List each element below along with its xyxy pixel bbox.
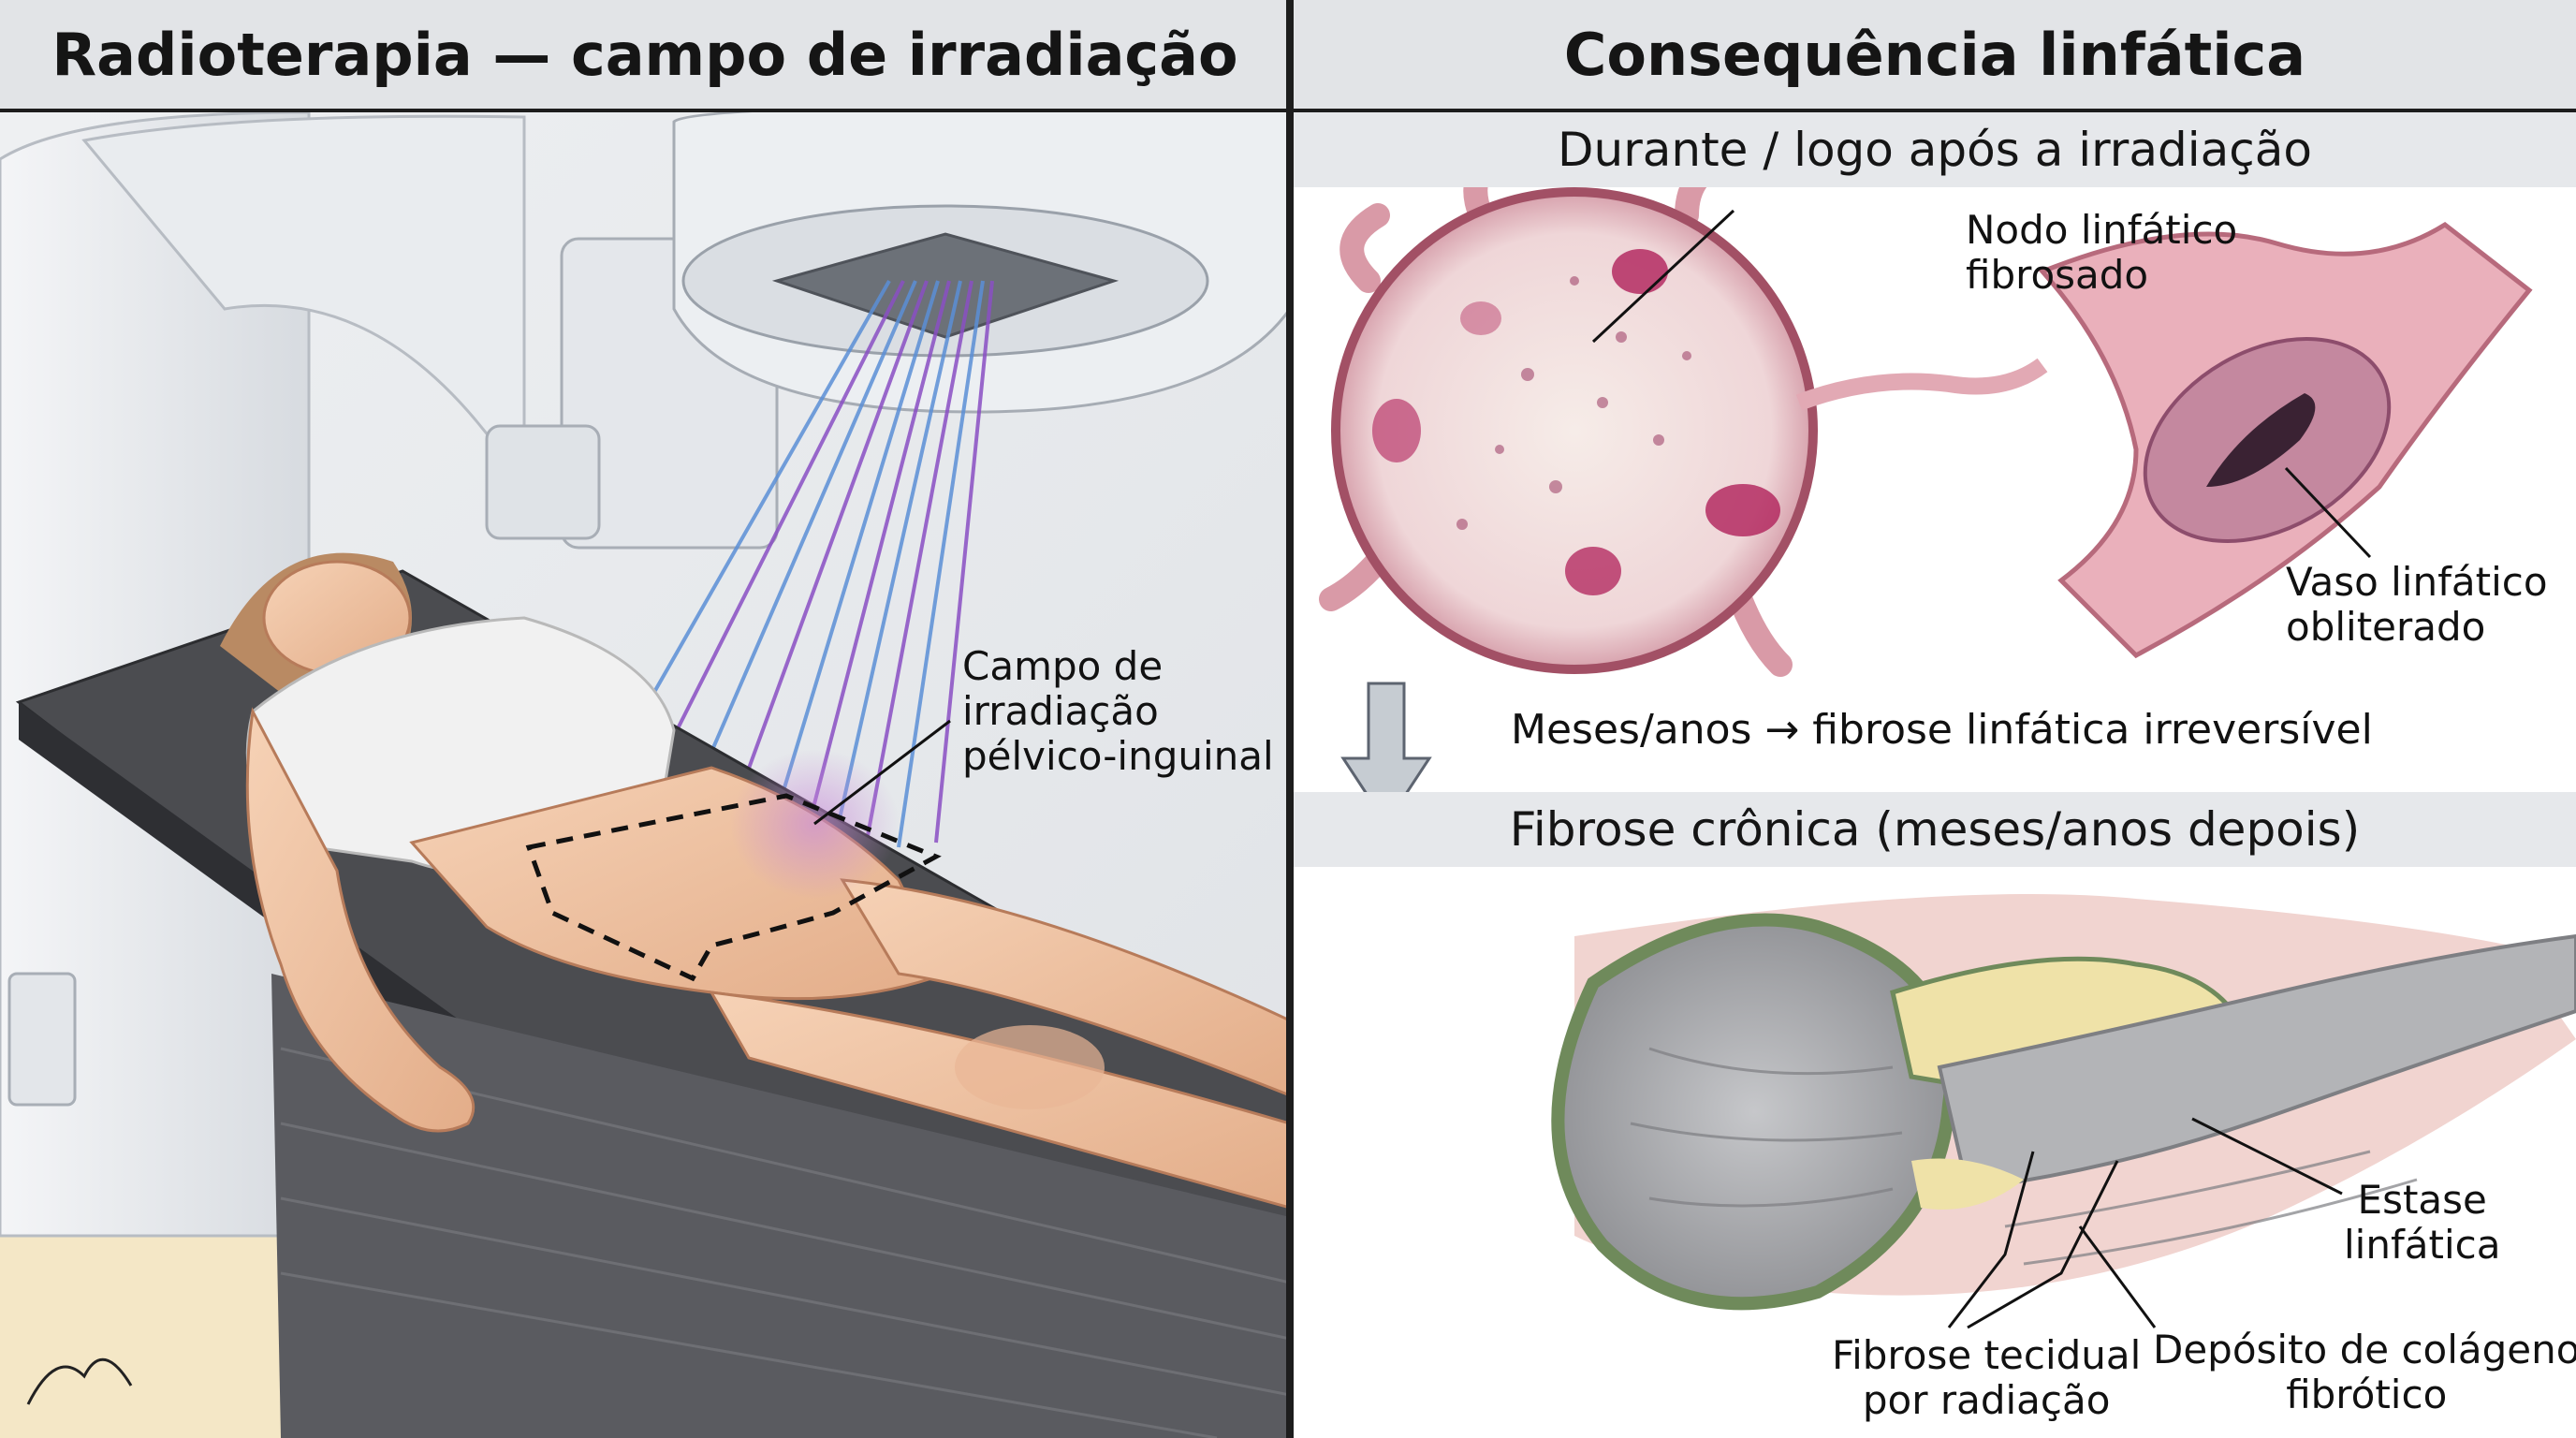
patient-leg-right <box>840 878 1290 1097</box>
gantry-handle <box>485 424 601 540</box>
node-label-line-1: Nodo linfático <box>1966 207 2238 253</box>
patient-knee <box>955 1025 1105 1109</box>
field-label-line-2: irradiação <box>962 688 1159 734</box>
field-label-leader <box>813 719 951 826</box>
node-cells <box>1456 276 1691 530</box>
gantry-port <box>7 972 77 1107</box>
artist-signature <box>26 1357 133 1405</box>
tissue-fibrosis-label-line-1: Fibrose tecidual <box>1832 1332 2142 1378</box>
node-label: Nodo linfático fibrosado <box>1966 208 2237 298</box>
linac-aperture <box>771 232 1120 339</box>
section-acute-header: Durante / logo após a irradiação <box>1294 112 2576 187</box>
gantry-arm <box>81 114 526 492</box>
fibrotic-fibers <box>1630 1047 2418 1266</box>
chronic-fibrosis <box>1551 894 2576 1311</box>
collagen-label-leader <box>2078 1225 2157 1328</box>
tissue-fibrosis-label-leader <box>1947 1151 2119 1329</box>
field-label: Campo de irradiação pélvico-inguinal <box>962 644 1274 779</box>
left-panel-radiotherapy: Radioterapia — campo de irradiação Campo… <box>0 0 1290 1438</box>
acute-lymph-node <box>1319 138 1818 677</box>
time-arrow <box>1340 682 1432 827</box>
node-lesion <box>1565 547 1621 595</box>
node-lesion <box>1460 301 1501 335</box>
vessel-label: Vaso linfático obliterado <box>2286 560 2548 650</box>
efferent-vessel <box>1795 358 2048 411</box>
vessel-label-leader <box>2284 466 2372 559</box>
node-lesion <box>1372 399 1421 462</box>
obliterated-vessel <box>2038 221 2533 659</box>
chronic-node <box>1551 913 1958 1311</box>
section-chronic-header: Fibrose crônica (meses/anos depois) <box>1294 792 2576 867</box>
vessel-label-line-1: Vaso linfático <box>2286 559 2548 605</box>
collagen-label: Depósito de colágeno fibrótico <box>2153 1328 2576 1417</box>
vessel-lumen <box>2206 393 2316 487</box>
couch-base-ridges <box>280 1047 1290 1438</box>
stasis-label: Estase linfática <box>2344 1178 2500 1268</box>
node-capsule <box>1331 187 1818 674</box>
field-label-line-3: pélvico-inguinal <box>962 733 1274 779</box>
field-label-line-1: Campo de <box>962 643 1164 689</box>
couch-base <box>271 974 1290 1438</box>
collagen-label-line-1: Depósito de colágeno <box>2153 1327 2576 1372</box>
vessel-label-line-2: obliterado <box>2286 604 2486 650</box>
node-label-line-2: fibrosado <box>1966 252 2149 298</box>
collagen-deposit-small <box>1911 1158 2024 1210</box>
collagen-label-line-2: fibrótico <box>2286 1372 2448 1417</box>
transition-text: Meses/anos → fibrose linfática irreversí… <box>1511 706 2373 754</box>
stasis-label-leader <box>2191 1117 2343 1196</box>
tissue-fibrosis-label-line-2: por radiação <box>1862 1377 2111 1423</box>
node-lesion <box>1705 484 1780 536</box>
patient-arm <box>245 707 476 1133</box>
node-lesion <box>1612 249 1668 294</box>
right-panel-title: Consequência linfática <box>1294 0 2576 112</box>
irradiation-field-outline <box>525 793 942 982</box>
stasis-label-line-2: linfática <box>2344 1222 2501 1268</box>
lymphatic-illustration <box>1319 138 2576 1329</box>
tissue-fibrosis-label: Fibrose tecidual por radiação <box>1832 1333 2141 1423</box>
fibrotic-vessel <box>1937 933 2576 1192</box>
right-panel-lymphatic: Consequência linfática Durante / logo ap… <box>1294 0 2576 1438</box>
radiotherapy-illustration <box>0 101 1290 1438</box>
stasis-label-line-1: Estase <box>2357 1177 2487 1223</box>
left-panel-title: Radioterapia — campo de irradiação <box>0 0 1290 112</box>
panel-divider <box>1286 0 1294 1438</box>
node-label-leader <box>1591 209 1735 344</box>
